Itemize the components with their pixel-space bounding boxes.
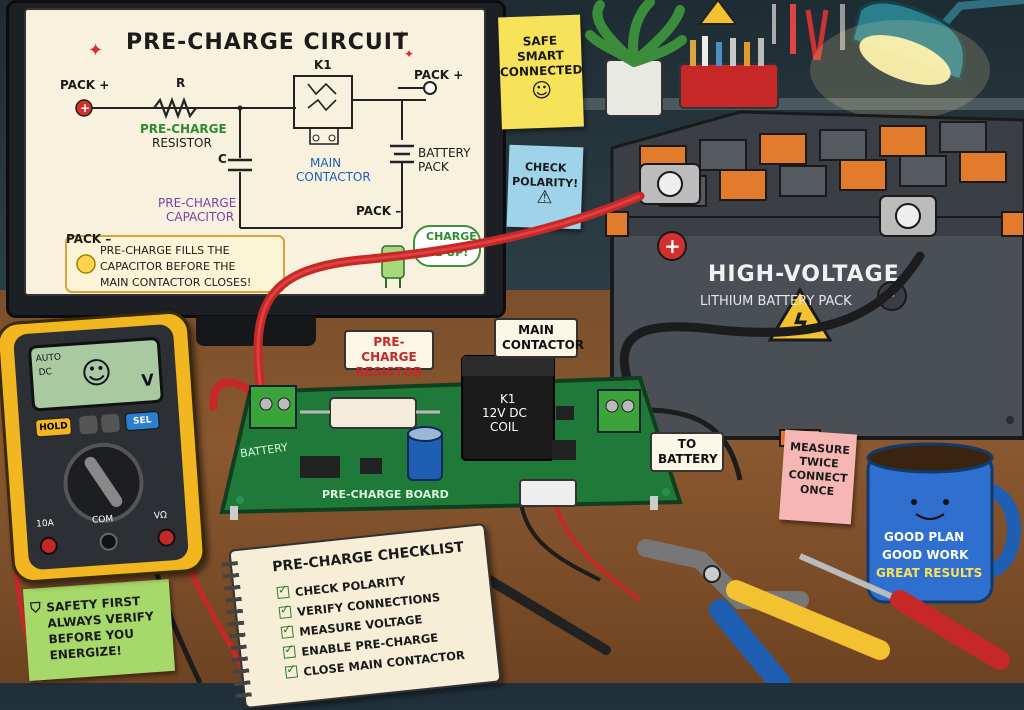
port-10a-label: 10A xyxy=(35,518,55,530)
safety-first-note: ⛉ SAFETY FIRST ALWAYS VERIFY BEFORE YOU … xyxy=(22,579,176,681)
mode-dc-label: DC xyxy=(38,367,53,379)
schematic-diagram: + ✦ ✦ ✦ xyxy=(65,28,481,293)
info-line-1: PRE-CHARGE FILLS THE xyxy=(100,244,230,257)
plant-illustration xyxy=(585,0,1024,120)
mode-auto-label: AUTO xyxy=(35,352,62,365)
battery-title-line-1: HIGH-VOLTAGE xyxy=(708,262,900,287)
main-contactor-tag: MAIN CONTACTOR xyxy=(494,318,585,358)
battery-plus-symbol: + xyxy=(664,234,681,258)
schematic-title: PRE-CHARGE CIRCUIT xyxy=(126,30,409,55)
board-bottom-print: PRE-CHARGE BOARD xyxy=(322,488,449,501)
capacitor-label-2: CAPACITOR xyxy=(166,210,235,224)
mug-line-1: GOOD PLAN xyxy=(884,530,965,544)
capacitor-symbol-label: C xyxy=(218,152,227,166)
relay-line-3: COIL xyxy=(490,420,519,434)
to-battery-line: TO xyxy=(677,437,697,451)
battery-label-1: BATTERY xyxy=(418,146,471,160)
range-button[interactable] xyxy=(78,415,99,435)
contactor-label-2: CONTACTOR xyxy=(296,170,371,184)
resistor-label-2: RESISTOR xyxy=(152,136,212,150)
checklist-notepad: PRE-CHARGE CHECKLIST CHECK POLARITY VERI… xyxy=(221,522,502,710)
battery-label-2: PACK xyxy=(418,160,449,174)
checkbox-checked-icon xyxy=(284,665,299,679)
schematic-screen: + ✦ ✦ ✦ PRE- xyxy=(24,8,486,296)
sel-button-label: SEL xyxy=(132,415,152,427)
precharge-board xyxy=(219,355,683,520)
sel-button[interactable]: SEL xyxy=(124,410,160,432)
svg-text:✦: ✦ xyxy=(404,47,414,61)
resistor-symbol-label: R xyxy=(176,76,186,90)
contactor-symbol-label: K1 xyxy=(314,58,332,72)
checkbox-checked-icon xyxy=(278,605,292,619)
mug-line-2: GOOD WORK xyxy=(882,548,969,562)
dial-pointer xyxy=(82,454,125,510)
relay-line-2: 12V DC xyxy=(482,406,527,420)
contactor-tag-line: MAIN xyxy=(518,323,554,337)
port-com-label: COM xyxy=(91,514,114,526)
mode-v-label: V xyxy=(140,370,155,390)
shield-icon: ⛉ xyxy=(29,600,42,617)
to-battery-line: BATTERY xyxy=(658,452,718,466)
contactor-tag-line: CONTACTOR xyxy=(502,338,585,352)
battery-title-line-2: LITHIUM BATTERY PACK xyxy=(700,294,852,309)
pack-minus-left-label: PACK – xyxy=(66,232,112,246)
range-button[interactable] xyxy=(100,413,120,433)
checkbox-checked-icon xyxy=(280,625,294,639)
info-line-3: MAIN CONTACTOR CLOSES! xyxy=(100,276,252,289)
hold-button-label: HOLD xyxy=(38,421,69,434)
resistor-tag-line: RESISTOR xyxy=(355,365,423,379)
port-vo-label: VΩ xyxy=(153,510,168,522)
info-line-2: CAPACITOR BEFORE THE xyxy=(100,260,236,273)
precharge-resistor-tag: PRE-CHARGE RESISTOR xyxy=(344,330,434,379)
multimeter: AUTO DC V ☺ HOLD SEL 10A COM VΩ xyxy=(0,309,207,585)
resistor-tag-line: PRE-CHARGE xyxy=(361,335,417,364)
contactor-label-1: MAIN xyxy=(310,156,342,170)
svg-text:✦: ✦ xyxy=(396,28,408,44)
checkbox-checked-icon xyxy=(282,645,296,659)
hold-button[interactable]: HOLD xyxy=(34,417,73,438)
multimeter-display: AUTO DC V ☺ xyxy=(27,336,165,412)
bubble-line-1: CHARGE xyxy=(426,230,477,243)
svg-text:+: + xyxy=(80,101,90,115)
battery-pack: ϟ xyxy=(605,110,1024,447)
checklist-title: PRE-CHARGE CHECKLIST xyxy=(271,539,465,576)
pack-plus-left-label: PACK + xyxy=(60,78,110,92)
svg-text:✦: ✦ xyxy=(88,40,103,61)
mug-line-3: GREAT RESULTS xyxy=(876,566,983,580)
relay-line-1: K1 xyxy=(500,392,516,406)
display-face-icon: ☺ xyxy=(79,355,114,393)
capacitor-label-1: PRE-CHARGE xyxy=(158,196,237,210)
checkbox-checked-icon xyxy=(276,585,290,600)
pack-minus-mid-label: PACK – xyxy=(356,204,402,218)
to-battery-tag: TO BATTERY xyxy=(650,432,724,472)
coffee-mug xyxy=(866,442,1021,604)
pack-plus-right-label: PACK + xyxy=(414,68,464,82)
resistor-label-1: PRE-CHARGE xyxy=(140,122,227,136)
